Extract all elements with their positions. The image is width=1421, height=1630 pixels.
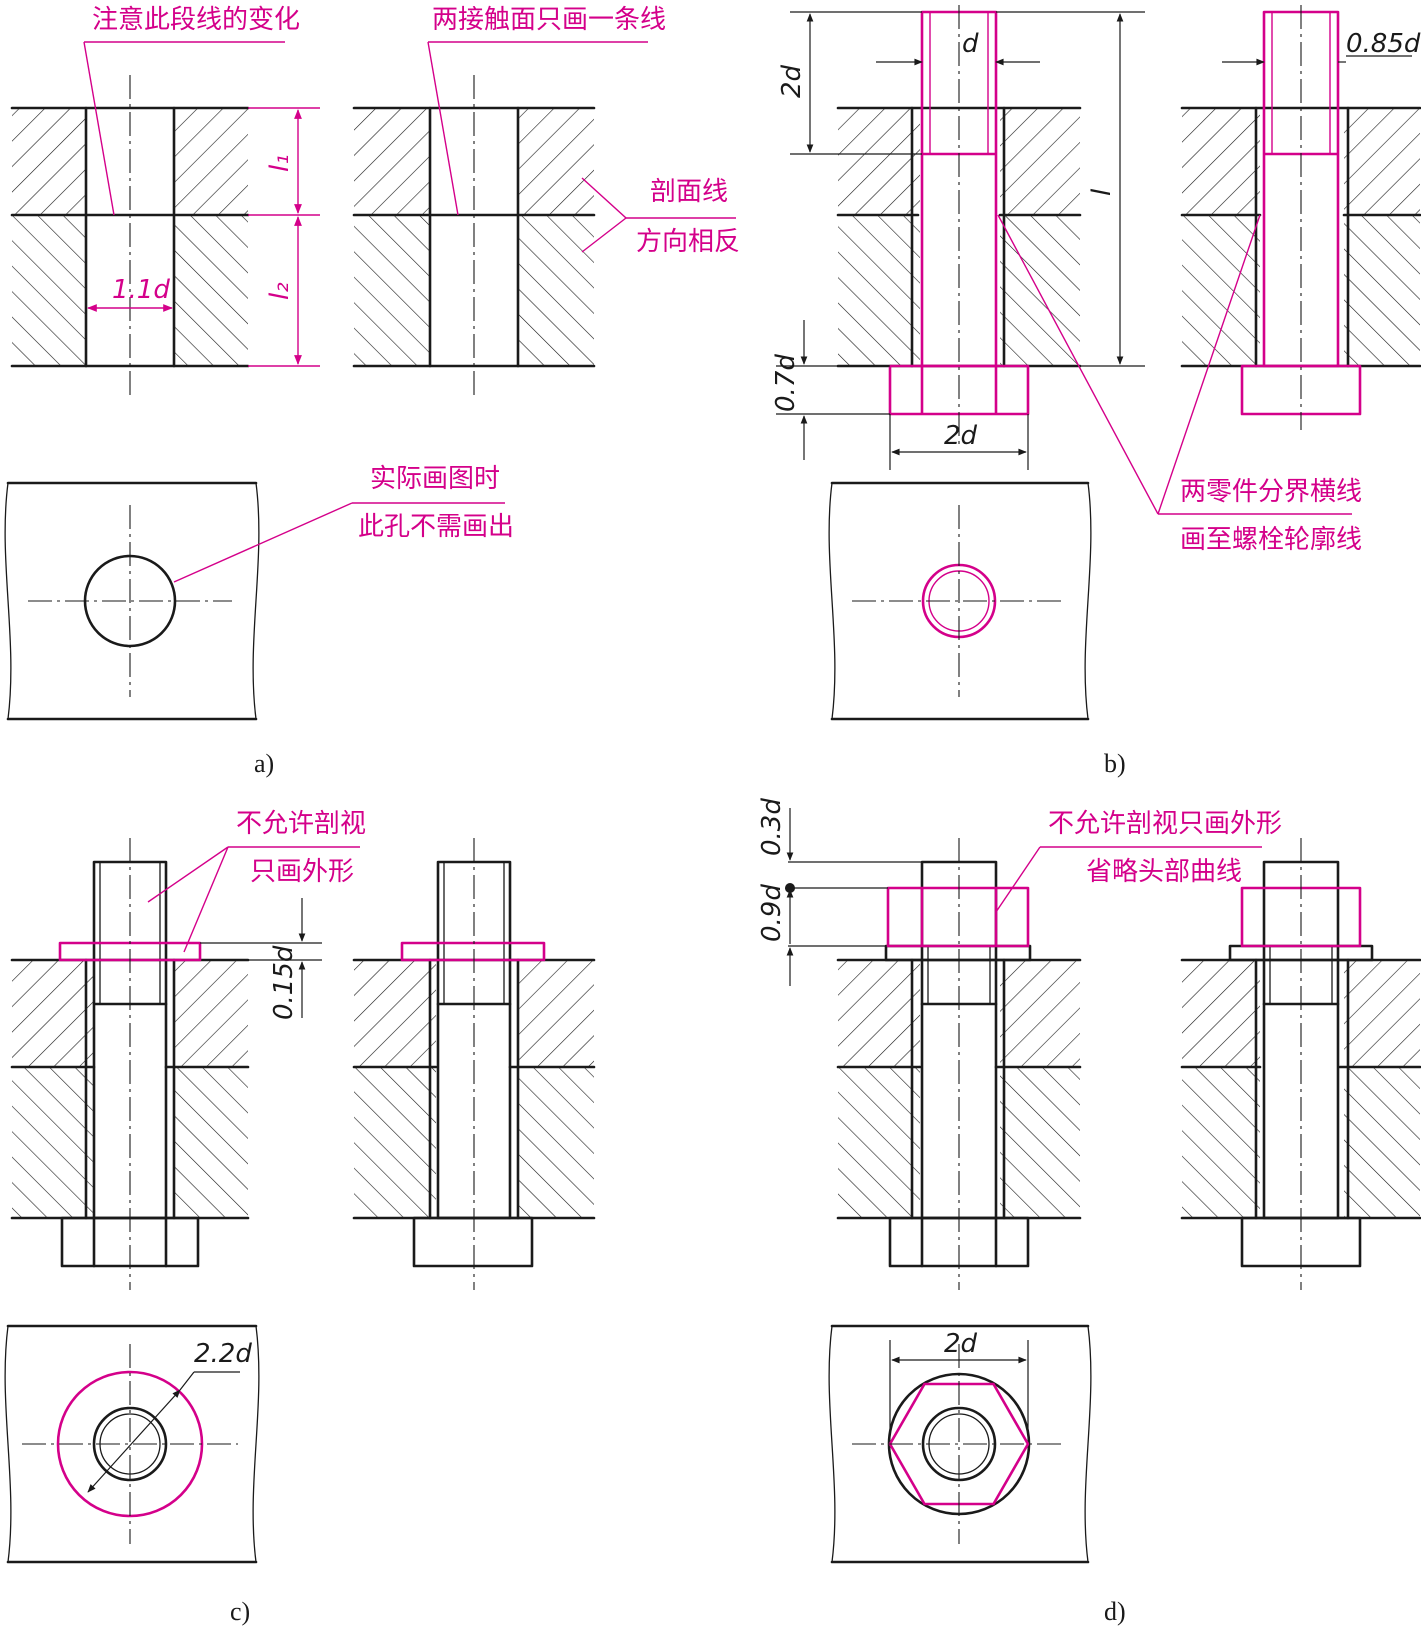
note-c-nosection-2: 只画外形 xyxy=(250,857,354,887)
caption-c: c) xyxy=(230,1597,250,1626)
note-hole-1: 实际画图时 xyxy=(370,464,500,494)
panel-a: l₁ l₂ 1.1d 注意此段线的变化 两接触面只画一条线 剖面线 方向相反 xyxy=(4,5,740,778)
panel-d-section-view xyxy=(836,838,1082,1290)
panel-c-notes: 不允许剖视 只画外形 xyxy=(147,809,366,953)
dim-l1-label: l₁ xyxy=(265,154,295,172)
note-hole-2: 此孔不需画出 xyxy=(358,512,514,542)
dim-2d-head-label: 2d xyxy=(944,421,978,451)
panel-d-notes: 不允许剖视只画外形 省略头部曲线 xyxy=(995,809,1282,913)
panel-c: 0.15d 不允许剖视 只画外形 xyxy=(4,809,596,1626)
panel-b: 2d d l 0.7d 2d xyxy=(771,5,1421,778)
dim-d-2d-label: 2d xyxy=(944,1329,978,1359)
panel-b-top-view xyxy=(828,481,1092,721)
panel-d-section-view-2 xyxy=(1180,838,1421,1290)
panel-c-top-view: 2.2d xyxy=(4,1324,260,1564)
note-hatch-1: 剖面线 xyxy=(650,177,728,207)
dim-085d-label: 0.85d xyxy=(1346,29,1421,59)
caption-b: b) xyxy=(1104,749,1126,778)
note-line-change: 注意此段线的变化 xyxy=(92,5,300,35)
panel-a-notes: 注意此段线的变化 两接触面只画一条线 剖面线 方向相反 xyxy=(83,5,740,257)
panel-c-section-view xyxy=(10,838,250,1290)
dim-03d-label: 0.3d xyxy=(757,798,787,856)
note-d-nosection-2: 省略头部曲线 xyxy=(1086,857,1242,887)
panel-b-section-view xyxy=(836,5,1082,448)
panel-c-section-view-2 xyxy=(352,838,596,1290)
panel-a-top-view: 实际画图时 此孔不需画出 xyxy=(4,464,514,721)
panel-b-section-view-2: 0.85d xyxy=(1180,5,1421,430)
note-hatch-2: 方向相反 xyxy=(636,227,740,257)
dim-09d-label: 0.9d xyxy=(757,884,787,942)
panel-d-dims: 0.3d 0.9d xyxy=(757,798,922,986)
panel-a-section-view xyxy=(10,75,250,398)
dim-l2-label: l₂ xyxy=(265,282,295,300)
panel-c-dims: 0.15d xyxy=(200,898,322,1020)
note-boundary-2: 画至螺栓轮廓线 xyxy=(1180,525,1362,555)
dim-015d-label: 0.15d xyxy=(269,945,299,1020)
note-d-nosection-1: 不允许剖视只画外形 xyxy=(1048,809,1282,839)
note-contact-one-line: 两接触面只画一条线 xyxy=(432,5,666,35)
dim-hole-label: 1.1d xyxy=(112,275,170,305)
dim-07d-label: 0.7d xyxy=(771,354,801,412)
dim-d-label: d xyxy=(962,29,979,59)
note-c-nosection-1: 不允许剖视 xyxy=(236,809,366,839)
dim-l-label: l xyxy=(1087,188,1117,196)
panel-b-notes: 两零件分界横线 画至螺栓轮廓线 xyxy=(997,214,1362,555)
note-boundary-1: 两零件分界横线 xyxy=(1180,477,1362,507)
dim-22d-label: 2.2d xyxy=(194,1339,252,1369)
panel-b-dims: 2d d l 0.7d 2d xyxy=(771,11,1145,470)
dim-2d-thread-label: 2d xyxy=(777,64,807,98)
panel-a-section-view-2 xyxy=(352,75,596,398)
panel-a-dims: l₁ l₂ 1.1d xyxy=(87,107,320,367)
panel-d: 0.3d 0.9d 不允许剖视只画外形 省略头部曲线 xyxy=(757,798,1421,1626)
caption-a: a) xyxy=(254,749,274,778)
caption-d: d) xyxy=(1104,1597,1126,1626)
panel-d-top-view: 2d xyxy=(828,1324,1092,1564)
